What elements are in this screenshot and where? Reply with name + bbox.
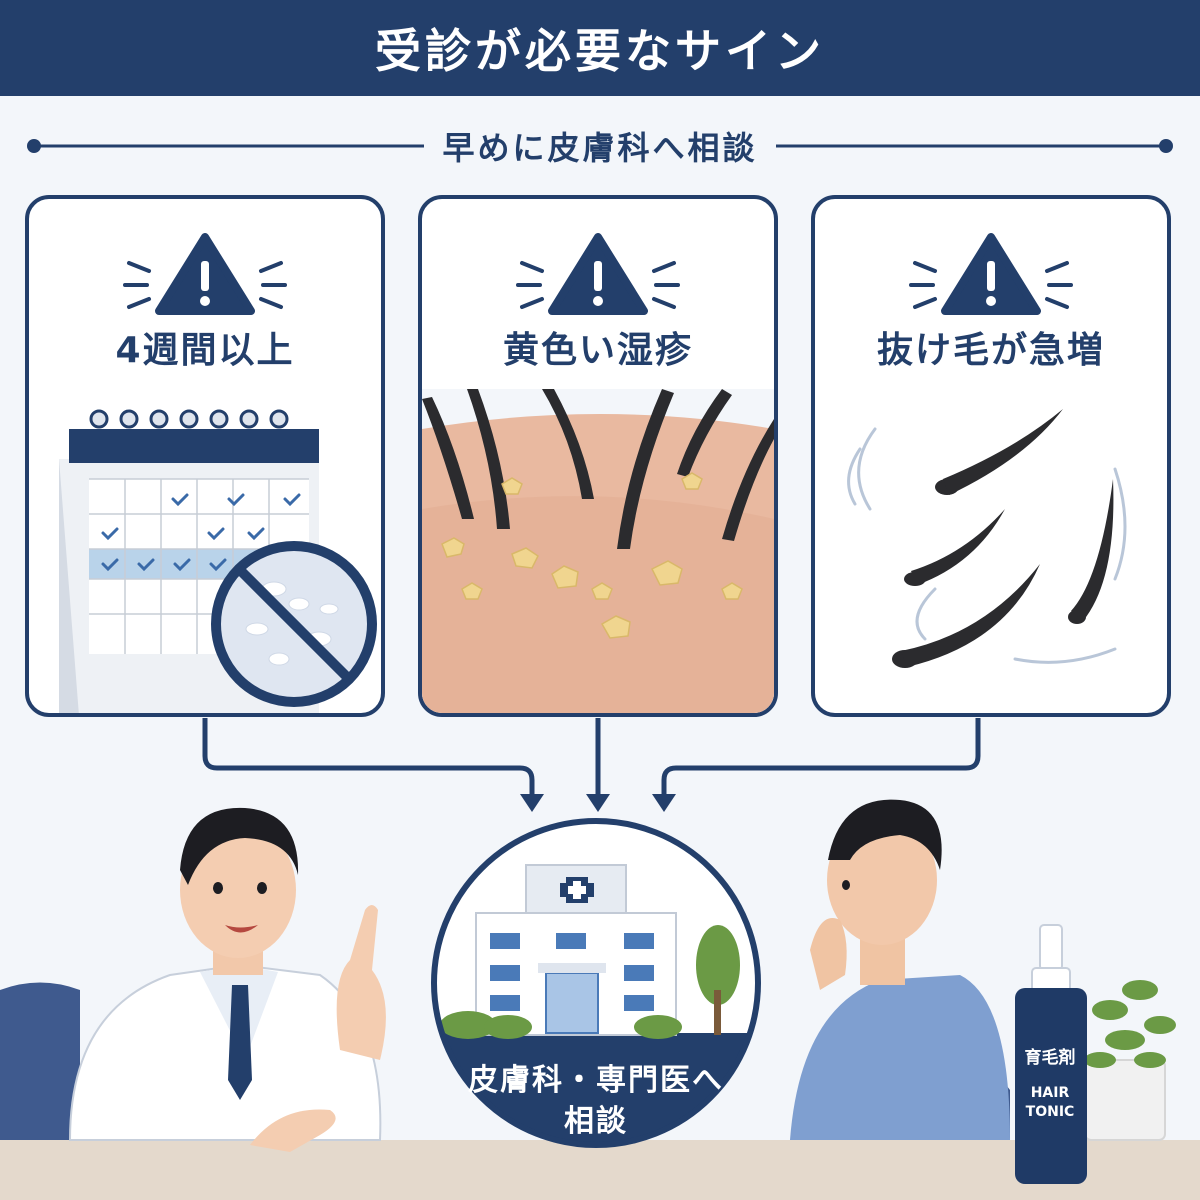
- warning-icon: [909, 233, 1073, 315]
- consultation-scene: [0, 799, 1200, 1200]
- bottle-label-tonic: TONIC: [1025, 1104, 1075, 1120]
- card-yellow-eczema: 黄色い湿疹: [418, 195, 778, 717]
- scalp-illustration: [422, 389, 774, 713]
- doctor-figure: [68, 807, 386, 1152]
- card-title-duration: 4週間以上: [115, 330, 295, 371]
- subtitle: 早めに皮膚科へ相談: [424, 123, 776, 169]
- card-duration: 4週間以上: [25, 195, 385, 717]
- clinic-label-line2: 相談: [564, 1104, 628, 1139]
- subtitle-row: 早めに皮膚科へ相談: [0, 120, 1200, 172]
- card-title-yellow-eczema: 黄色い湿疹: [502, 330, 693, 371]
- card-title-hair-loss: 抜け毛が急増: [876, 330, 1105, 371]
- flow-arrows: [202, 718, 981, 812]
- bottle-name: 育毛剤: [1024, 1048, 1076, 1068]
- hair-tonic-bottle: [1015, 924, 1087, 1184]
- clinic-circle: [431, 818, 761, 1148]
- warning-icon: [516, 233, 680, 315]
- calendar-illustration: [59, 409, 377, 713]
- card-hair-loss: 抜け毛が急増: [811, 195, 1171, 717]
- patient-figure: [790, 799, 1010, 1140]
- bottle-label-hair: HAIR: [1030, 1085, 1070, 1101]
- falling-hair-illustration: [847, 409, 1127, 668]
- clinic-label-line1: 皮膚科・専門医へ: [468, 1063, 724, 1098]
- page-title: 受診が必要なサイン: [0, 0, 1200, 96]
- warning-icon: [123, 233, 287, 315]
